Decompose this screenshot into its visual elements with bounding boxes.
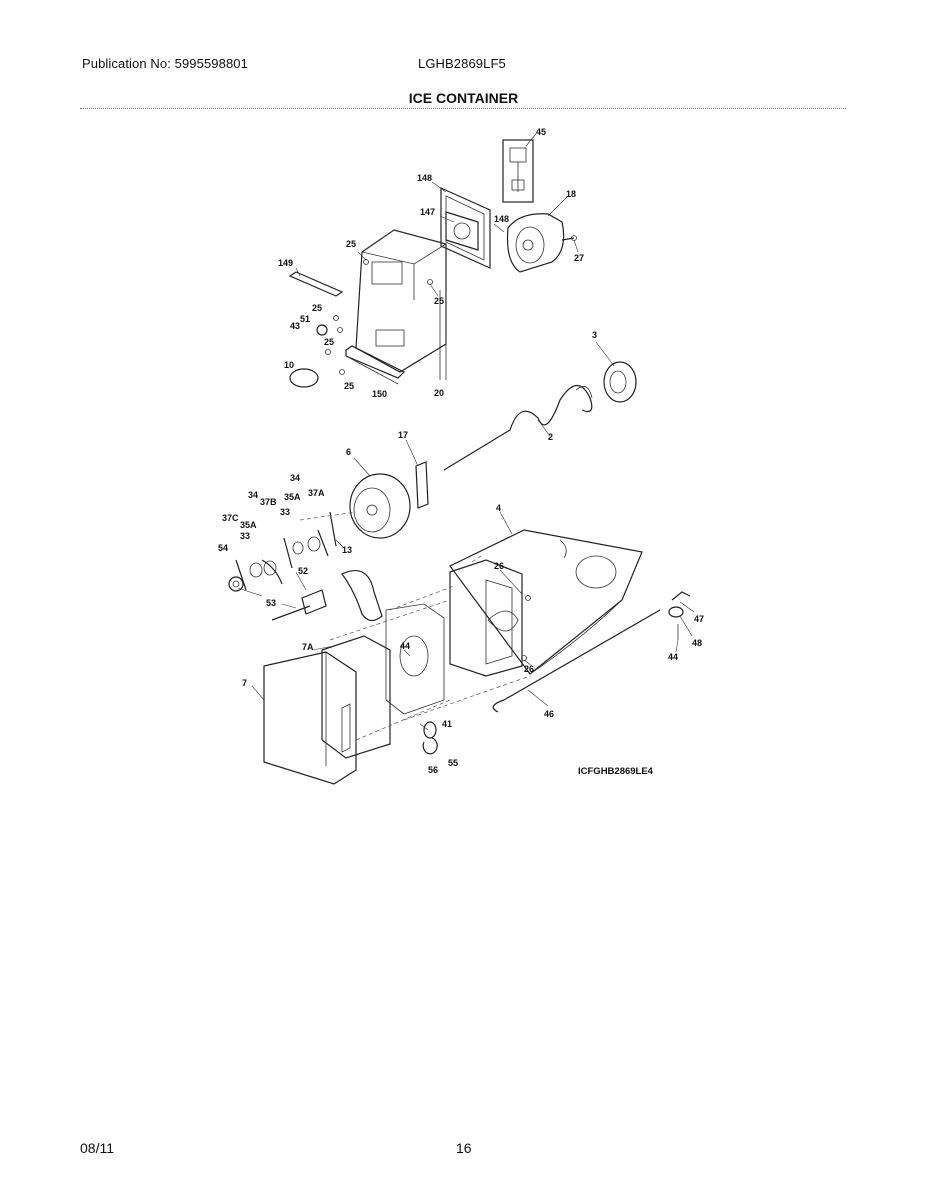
callout-41: 41 [442, 719, 452, 729]
callout-43: 43 [290, 321, 300, 331]
callout-33: 33 [280, 507, 290, 517]
drawing-id: ICFGHB2869LE4 [578, 766, 654, 777]
page-title: ICE CONTAINER [408, 90, 519, 106]
callout-20: 20 [434, 388, 444, 398]
part-26-frame [449, 559, 531, 677]
part-18-motor [506, 213, 575, 273]
part-150-base-strip [345, 345, 406, 385]
callout-56: 56 [428, 765, 438, 775]
callout-148: 148 [417, 173, 432, 183]
model-number: LGHB2869LF5 [418, 56, 506, 71]
callout-37b: 37B [260, 497, 277, 507]
callout-35a: 35A [284, 492, 301, 502]
callout-27: 27 [574, 253, 584, 263]
cutter-parts-cluster [228, 511, 337, 592]
callout-labels: 45 148 18 147 148 25 27 149 25 25 51 43 … [218, 127, 704, 775]
callout-18: 18 [566, 189, 576, 199]
parts-41-55-56-rings [422, 721, 438, 755]
part-2-auger [443, 384, 593, 471]
callout-34-b: 34 [248, 490, 258, 500]
callout-25-b: 25 [434, 296, 444, 306]
callout-17: 17 [398, 430, 408, 440]
part-10-knob [289, 368, 319, 388]
callout-45: 45 [536, 127, 546, 137]
callout-26-b: 26 [524, 664, 534, 674]
callout-44-b: 44 [668, 652, 678, 662]
callout-52: 52 [298, 566, 308, 576]
part-45-label-card [502, 139, 534, 203]
callout-34: 34 [290, 473, 300, 483]
part-17-blade [415, 461, 429, 509]
callout-2: 2 [548, 432, 553, 442]
part-149-foam-strip [288, 271, 344, 297]
parts-47-48-44 [668, 591, 691, 640]
callout-149: 149 [278, 258, 293, 268]
callout-leaders [237, 133, 695, 731]
part-46-actuator-rod [492, 609, 661, 713]
callout-33-b: 33 [240, 531, 250, 541]
part-7-front-cover [263, 651, 357, 785]
callout-44: 44 [400, 641, 410, 651]
callout-48: 48 [692, 638, 702, 648]
callout-150: 150 [372, 389, 387, 399]
part-148-bracket [440, 187, 491, 269]
assembly-guide-lines [299, 511, 531, 741]
callout-53: 53 [266, 598, 276, 608]
callout-37c: 37C [222, 513, 239, 523]
callout-54: 54 [218, 543, 228, 553]
page-number: 16 [456, 1140, 472, 1156]
callout-55: 55 [448, 758, 458, 768]
callout-25-e: 25 [344, 381, 354, 391]
part-6-drum [349, 473, 411, 539]
callout-148-b: 148 [494, 214, 509, 224]
part-4-ice-bin [449, 529, 643, 675]
callout-4: 4 [496, 503, 501, 513]
callout-10: 10 [284, 360, 294, 370]
callout-6: 6 [346, 447, 351, 457]
header-divider [80, 108, 846, 109]
part-3-bearing [603, 361, 637, 403]
callout-7a: 7A [302, 642, 314, 652]
callout-46: 46 [544, 709, 554, 719]
callout-7: 7 [242, 678, 247, 688]
callout-3: 3 [592, 330, 597, 340]
callout-47: 47 [694, 614, 704, 624]
callout-147: 147 [420, 207, 435, 217]
callout-25-d: 25 [324, 337, 334, 347]
publication-date: 08/11 [80, 1140, 114, 1156]
part-13-shutter-plate [341, 570, 383, 622]
callout-35a-b: 35A [240, 520, 257, 530]
publication-number: Publication No: 5995598801 [82, 56, 248, 71]
callout-37a: 37A [308, 488, 325, 498]
part-52-switch [271, 589, 327, 621]
part-147-gear-housing [445, 211, 479, 251]
callout-25: 25 [346, 239, 356, 249]
screw-parts [316, 235, 577, 375]
part-20-auger-housing [355, 229, 447, 380]
part-7a-duct [321, 603, 445, 759]
callout-26: 26 [494, 561, 504, 571]
callout-13: 13 [342, 545, 352, 555]
callout-25-c: 25 [312, 303, 322, 313]
callout-51: 51 [300, 314, 310, 324]
